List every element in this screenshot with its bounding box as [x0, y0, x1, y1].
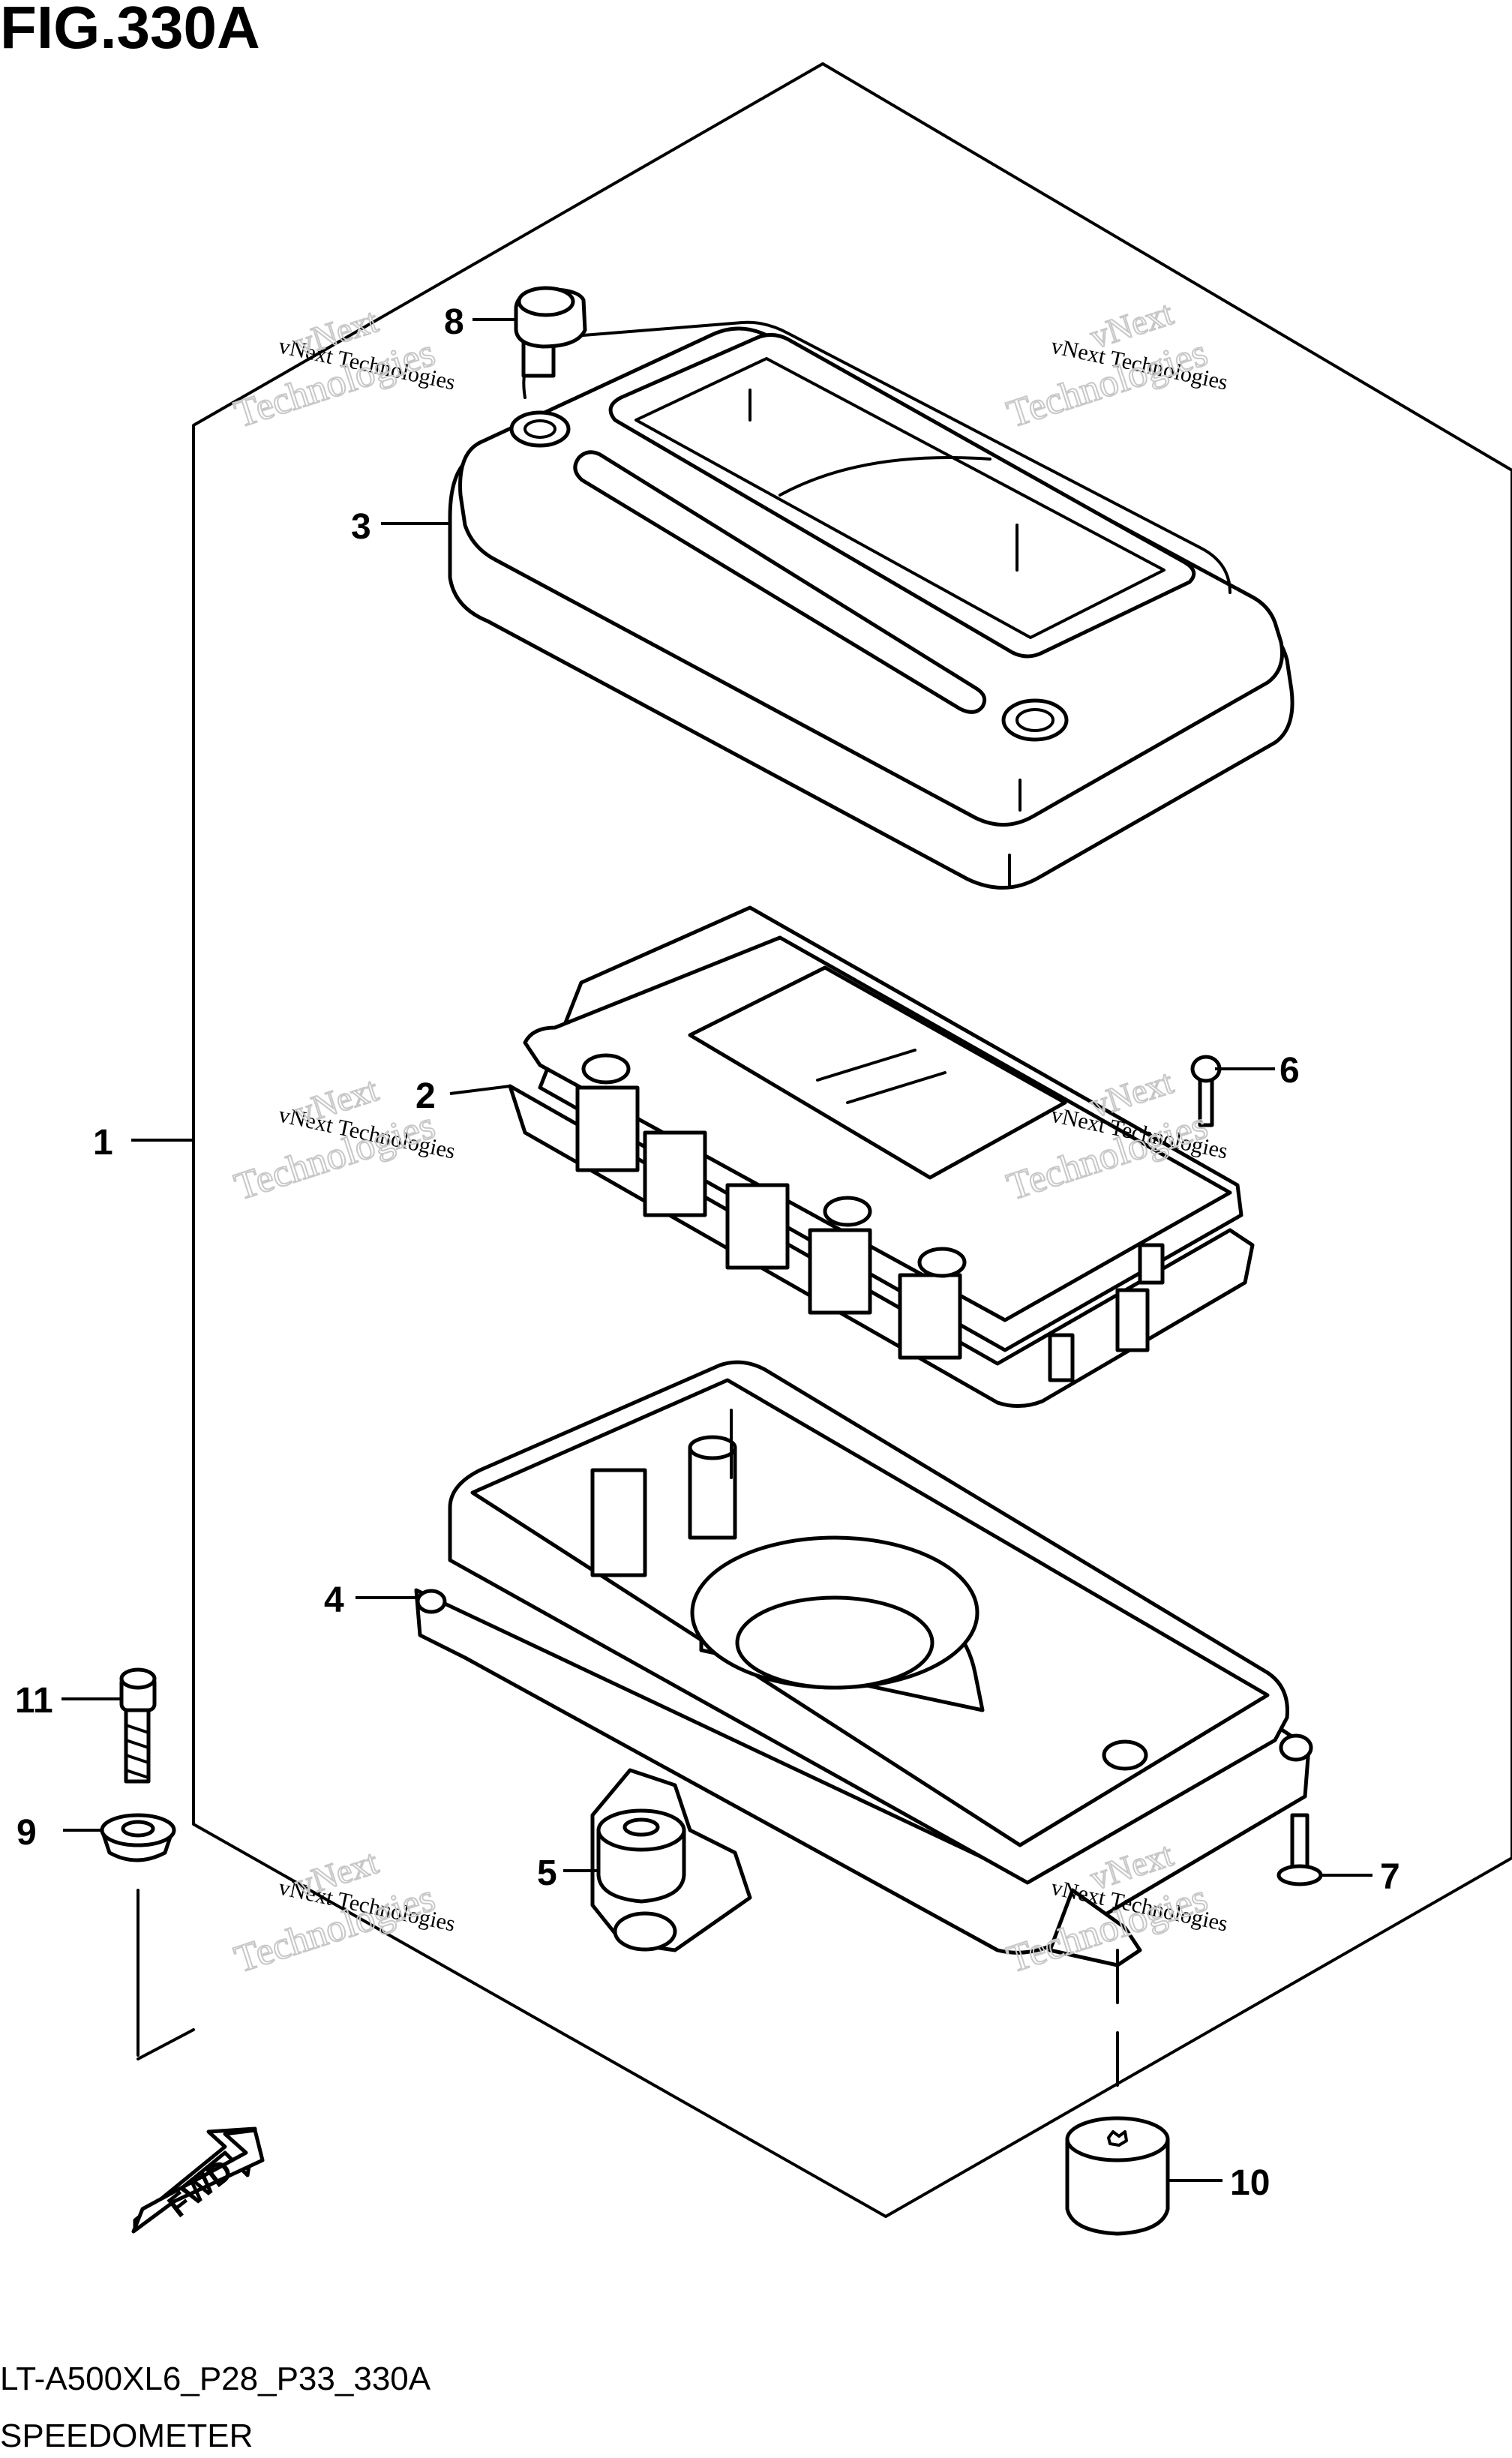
callout-8: 8 — [444, 302, 464, 342]
part-5-grommet — [596, 1808, 686, 1904]
fwd-direction-arrow: FWD — [131, 2126, 265, 2234]
part-11-bolt — [119, 1667, 157, 1784]
part-6-screw — [1190, 1055, 1222, 1127]
leader-lines — [62, 318, 1372, 2182]
callout-2: 2 — [416, 1076, 436, 1116]
part-8-screw — [514, 286, 587, 378]
assembly-frame — [192, 62, 1512, 2218]
part-10-cap — [1065, 2116, 1170, 2236]
callout-9: 9 — [16, 1813, 37, 1853]
callout-4: 4 — [324, 1580, 344, 1620]
figure-title: FIG.330A — [0, 0, 260, 61]
callout-7: 7 — [1380, 1857, 1400, 1897]
part-2-meter-unit — [508, 905, 1255, 1408]
part-4-case — [414, 1360, 1313, 1967]
callout-5: 5 — [537, 1853, 557, 1893]
figure-name: SPEEDOMETER — [0, 2417, 253, 2454]
watermark-top-right: vNext Technologies vNext Technologies — [1001, 293, 1230, 437]
figure-code: LT-A500XL6_P28_P33_330A — [0, 2360, 431, 2397]
callout-3: 3 — [351, 507, 371, 547]
part-7-screw — [1276, 1813, 1323, 1886]
watermark-top-left: vNext Technologies vNext Technologies — [229, 300, 458, 437]
center-line-frame — [136, 2028, 195, 2060]
callout-11: 11 — [15, 1681, 53, 1721]
callout-10: 10 — [1230, 2163, 1270, 2203]
callout-6: 6 — [1280, 1051, 1300, 1091]
part-9-collar — [100, 1813, 176, 1862]
callout-1: 1 — [93, 1123, 113, 1163]
part-3-cover — [448, 320, 1294, 890]
